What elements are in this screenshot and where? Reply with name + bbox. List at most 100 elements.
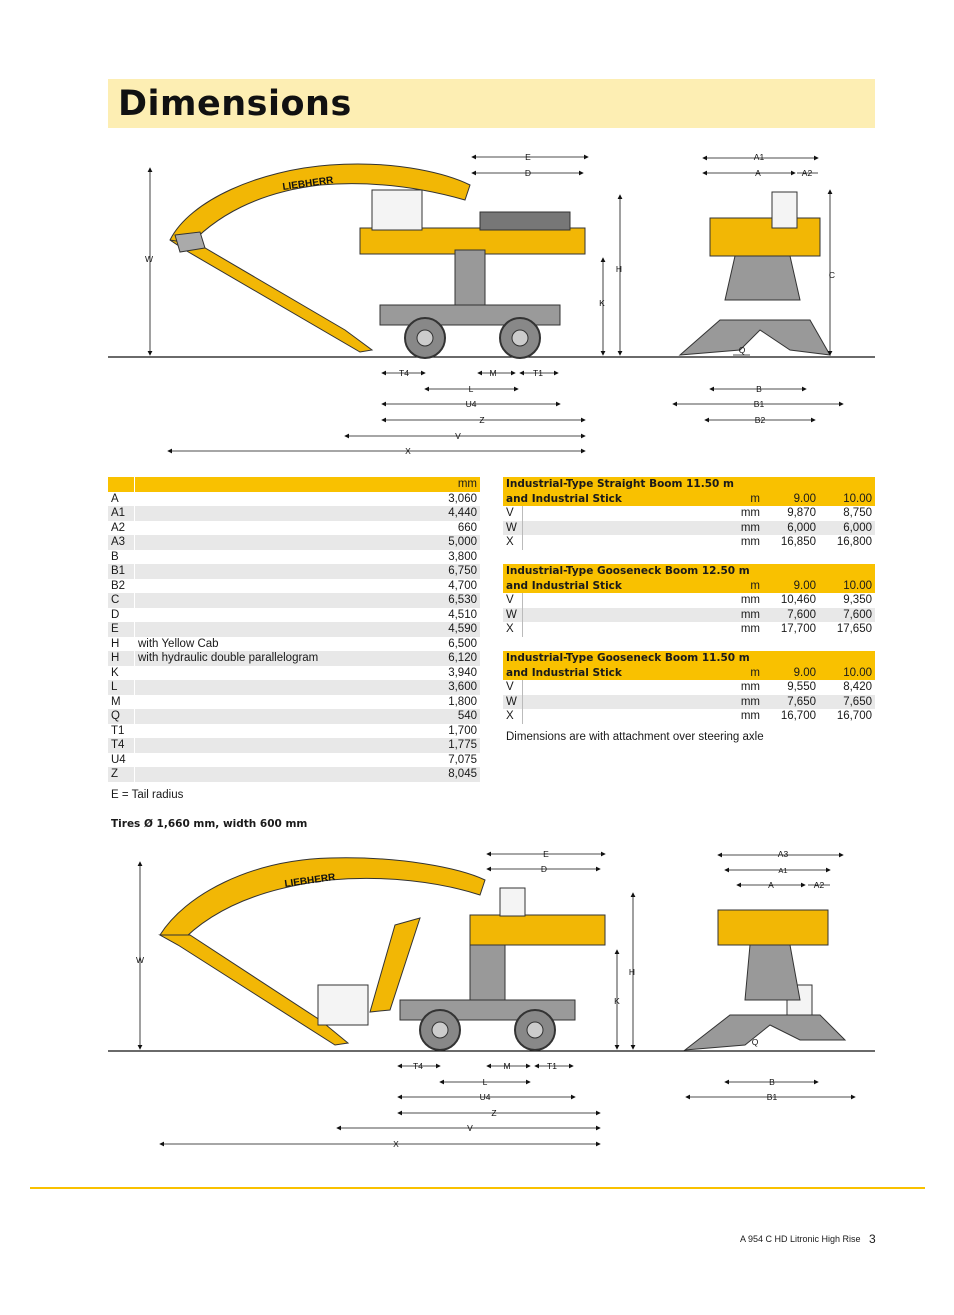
table-cell-key: X [506, 710, 514, 722]
dim-label: H [629, 967, 635, 977]
dim-label: C [829, 270, 835, 280]
table-cell-spacer [522, 607, 727, 622]
table-cell-key: X [506, 623, 514, 635]
table-cell-spacer [522, 593, 727, 608]
dim-label: T1 [547, 1061, 557, 1071]
table-cell-desc [133, 535, 426, 550]
table-cell-key: T4 [108, 738, 135, 753]
table-cell-desc [133, 578, 426, 593]
boom-subtitle: and Industrial Stick [503, 491, 727, 506]
table-cell-key: V [506, 681, 514, 693]
dim-label: X [405, 446, 411, 456]
tail-radius-note: E = Tail radius [111, 789, 184, 801]
table-cell-unit: mm [740, 681, 760, 693]
table-cell-value: 6,000 [763, 520, 819, 535]
table-cell-key: V [506, 507, 514, 519]
footer-model: A 954 C HD Litronic High Rise [740, 1234, 861, 1244]
boom-subtitle: and Industrial Stick [503, 578, 727, 593]
table-cell-key: H [111, 637, 120, 650]
table-cell-value: 7,600 [819, 607, 875, 622]
dim-label: M [489, 368, 496, 378]
table-cell-key: A2 [111, 521, 126, 534]
table-cell-value: 4,440 [425, 506, 480, 521]
table-cell-unit: mm [727, 694, 763, 709]
dim-label: B2 [755, 415, 766, 425]
table-cell-value: 3,600 [425, 680, 480, 695]
table-cell-value: 17,650 [836, 623, 872, 635]
page-number: 3 [869, 1232, 876, 1246]
dim-label: U4 [480, 1092, 491, 1102]
dim-label: X [393, 1139, 399, 1149]
table-cell-key: W [503, 694, 523, 709]
table-cell-key: W [503, 520, 523, 535]
table-row: D 4,510 [108, 607, 480, 622]
dim-label: Q [752, 1037, 759, 1047]
dim-label: K [599, 298, 605, 308]
table-cell-desc [133, 593, 426, 608]
table-cell-key: T1 [111, 724, 125, 737]
dim-label: W [145, 254, 153, 264]
table-cell-desc [133, 607, 426, 622]
boom-title: Industrial-Type Straight Boom 11.50 m [503, 477, 875, 492]
table-cell-key: C [108, 593, 135, 608]
dim-label: Z [479, 415, 484, 425]
title-bar [108, 79, 875, 128]
table-cell-key: L [108, 680, 135, 695]
table-cell-value: 8,420 [843, 681, 872, 693]
tires-caption: Tires Ø 1,660 mm, width 600 mm [111, 818, 308, 830]
dim-label: V [467, 1123, 473, 1133]
dim-label: Q [739, 345, 746, 355]
table-cell-key: A3 [108, 535, 135, 550]
dim-label: H [616, 264, 622, 274]
boom-col: 10.00 [819, 665, 875, 680]
dim-label: B [769, 1077, 775, 1087]
dim-label: K [614, 996, 620, 1006]
dim-label: T4 [413, 1061, 423, 1071]
boom-title: Industrial-Type Gooseneck Boom 12.50 m [503, 564, 875, 579]
boom-col: 10.00 [819, 578, 875, 593]
table-cell-value: 16,850 [780, 536, 816, 548]
dim-label: D [541, 864, 547, 874]
boom-note: Dimensions are with attachment over stee… [506, 731, 764, 743]
table-cell-value: 9,870 [787, 507, 816, 519]
table-cell-unit: mm [740, 536, 760, 548]
table-cell-desc [133, 694, 426, 709]
table-cell-key: W [503, 607, 523, 622]
dim-label: U4 [466, 399, 477, 409]
table-row: L 3,600 [108, 680, 480, 695]
boom-unit: m [727, 491, 763, 506]
table-cell-value: 16,700 [836, 710, 872, 722]
table-cell-value: 7,075 [448, 753, 477, 766]
dim-label: A [768, 880, 774, 890]
table-cell-value: 6,000 [819, 520, 875, 535]
table-cell-key: D [111, 608, 120, 621]
dim-label: A2 [802, 168, 813, 178]
table-cell-desc [133, 665, 426, 680]
table-cell-desc [133, 622, 426, 637]
table-cell-value: 6,530 [425, 593, 480, 608]
dim-label: T1 [533, 368, 543, 378]
table-cell-spacer [522, 622, 727, 637]
table-cell-value: 4,510 [448, 608, 477, 621]
unit-header: mm [425, 477, 480, 492]
table-cell-desc [133, 709, 426, 724]
table-cell-value: 3,060 [448, 492, 477, 505]
table-cell-value: 6,750 [425, 564, 480, 579]
table-cell-unit: mm [727, 520, 763, 535]
table-cell-key: H [108, 651, 135, 666]
